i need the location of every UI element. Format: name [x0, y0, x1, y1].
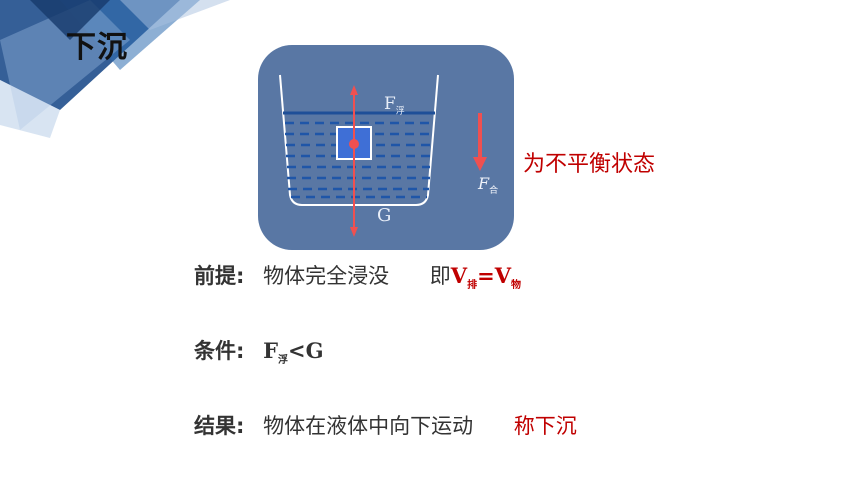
- result-label: 结果:: [194, 414, 245, 438]
- beaker-outline: [279, 74, 439, 206]
- corner-decoration: [0, 0, 230, 138]
- state-text: 为不平衡状态: [523, 152, 656, 177]
- slide-title: 下沉: [66, 30, 128, 65]
- water-lines: [285, 121, 434, 199]
- result-row: 结果: 物体在液体中向下运动 称下沉: [194, 410, 577, 440]
- result-conclusion: 称下沉: [513, 414, 577, 438]
- beaker-svg: [258, 45, 514, 250]
- premise-label: 前提:: [194, 264, 245, 288]
- premise-formula: V排=V物: [450, 263, 521, 292]
- result-text: 物体在液体中向下运动: [263, 414, 474, 438]
- diagram-panel: [258, 45, 514, 250]
- condition-row: 条件: F浮<G: [194, 335, 324, 366]
- net-force-arrowhead: [473, 157, 487, 171]
- gravity-label: G: [377, 205, 392, 226]
- buoyancy-label: F浮: [384, 94, 405, 117]
- net-force-label: F合: [478, 174, 499, 197]
- condition-label: 条件:: [194, 339, 245, 363]
- premise-row: 前提: 物体完全浸没 即V排=V物: [194, 260, 521, 291]
- sinking-diagram: [258, 45, 514, 250]
- center-of-mass: [349, 139, 359, 149]
- premise-prefix: 即: [429, 264, 451, 288]
- gravity-arrowhead: [350, 227, 358, 237]
- buoyancy-arrowhead: [350, 85, 358, 95]
- condition-formula: F浮<G: [263, 338, 324, 367]
- premise-text: 物体完全浸没: [263, 264, 390, 288]
